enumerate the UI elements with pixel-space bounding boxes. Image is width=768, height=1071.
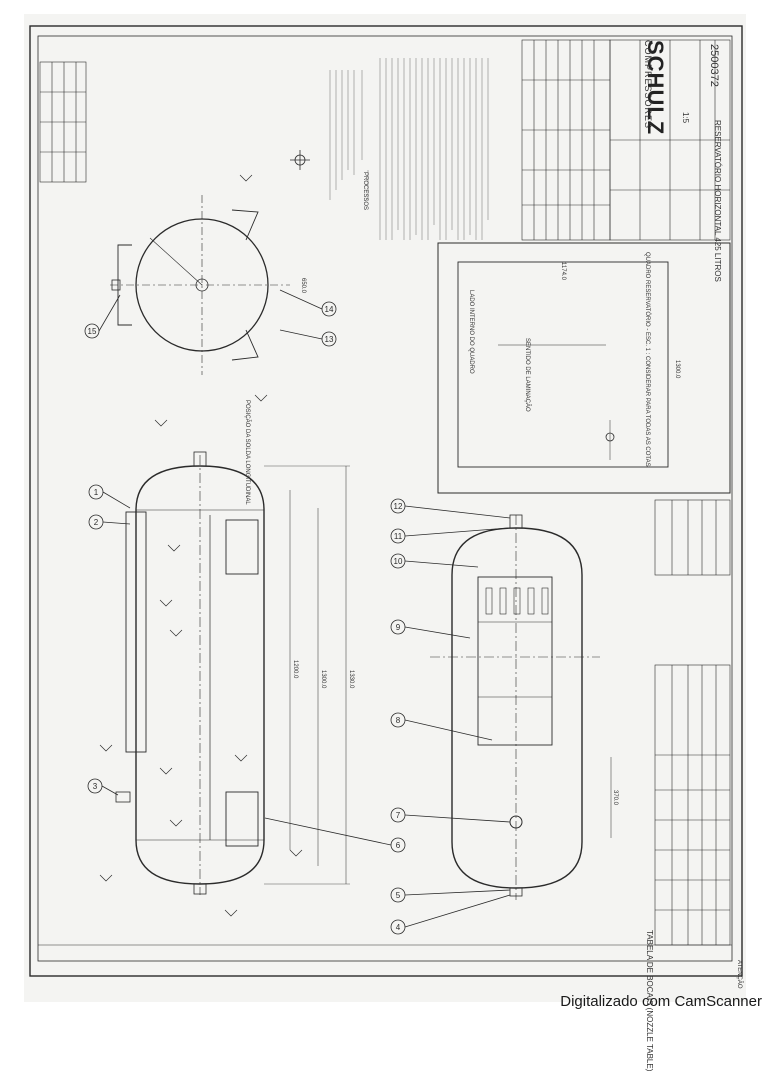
technical-drawing-sheet: 1 2 3 4 5 6 7 8 9 10 11 12 13 14 15	[24, 14, 746, 1002]
nozzle-detail	[290, 150, 310, 170]
side-note: ATENÇÃO	[736, 960, 742, 989]
tank-front-view	[430, 514, 612, 900]
parts-list-table	[521, 39, 731, 241]
revision-table	[39, 61, 87, 183]
drawing-frame	[29, 25, 743, 977]
dim-diameter: 650.0	[300, 278, 306, 294]
balloon-7: 7	[396, 811, 401, 820]
balloon-14: 14	[325, 305, 334, 314]
balloon-6: 6	[396, 841, 401, 850]
dim-length-1: 1200.0	[292, 660, 298, 679]
balloon-15: 15	[88, 327, 97, 336]
drawing-number: 2500372	[708, 44, 720, 87]
dim-length-3: 1330.0	[348, 670, 354, 689]
small-table	[654, 499, 731, 576]
plate-scale-note: QUADRO RESERVATÓRIO - ESC. 1 : CONSIDERA…	[644, 252, 650, 467]
paper-background	[24, 14, 746, 1002]
dim-370: 370.0	[612, 790, 618, 806]
end-view	[110, 195, 290, 375]
process-legend	[329, 58, 489, 240]
balloon-13: 13	[325, 335, 334, 344]
weld-note: POSIÇÃO DA SOLDA LONGITUDINAL	[244, 400, 250, 505]
drawing-title: RESERVATÓRIO HORIZONTAL 425 LITROS	[713, 120, 722, 282]
drawing-scale: 1:5	[681, 112, 690, 124]
balloon-8: 8	[396, 716, 401, 725]
balloon-11: 11	[394, 532, 403, 541]
balloon-2: 2	[94, 518, 99, 527]
balloon-10: 10	[394, 557, 403, 566]
balloon-3: 3	[93, 782, 98, 791]
legend-title: PROCESSOS	[362, 172, 368, 211]
plate-direction: SENTIDO DE LAMINAÇÃO	[524, 338, 530, 412]
dim-plate-height: 1174.0	[560, 262, 566, 280]
balloon-4: 4	[396, 923, 401, 932]
scanner-watermark-text: Digitalizado com CamScanner	[560, 993, 762, 1010]
dim-plate: 1300.0	[674, 360, 680, 379]
brand-subtitle: COMPRESSORES	[643, 40, 653, 130]
balloon-1: 1	[94, 488, 99, 497]
balloon-12: 12	[394, 502, 403, 511]
tank-side-view	[115, 451, 350, 895]
balloon-5: 5	[396, 891, 401, 900]
weld-symbols	[99, 174, 303, 917]
plate-detail	[437, 242, 731, 494]
nozzle-table	[654, 664, 731, 946]
balloon-9: 9	[396, 623, 401, 632]
dim-length-2: 1300.0	[320, 670, 326, 689]
balloons: 1 2 3 4 5 6 7 8 9 10 11 12 13 14 15	[84, 289, 511, 935]
plate-title: LADO INTERNO DO QUADRO	[468, 290, 474, 374]
